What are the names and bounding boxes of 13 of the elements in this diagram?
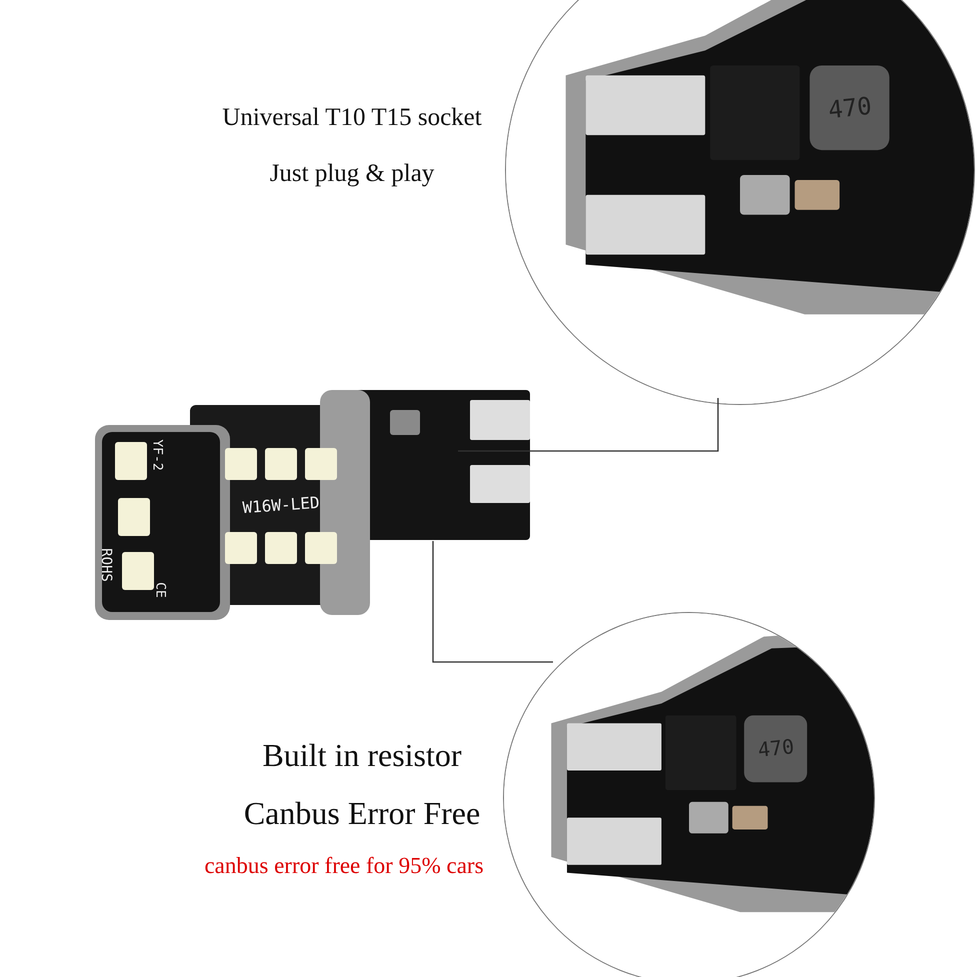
feature-text: Universal T10 T15 socket <box>222 104 482 132</box>
feature-heading: Built in resistor <box>262 737 462 774</box>
feature-heading: Canbus Error Free <box>244 795 480 832</box>
note-text: canbus error free for 95% cars <box>204 853 484 879</box>
leader-line <box>432 541 553 663</box>
board-marking: YF-2 <box>150 439 164 471</box>
component-marking: 470 <box>826 92 874 124</box>
board-marking: ROHS <box>98 548 114 582</box>
board-marking: CE <box>152 582 168 598</box>
leader-line <box>458 398 719 452</box>
feature-text: Just plug & play <box>270 160 434 188</box>
board-marking: W16W-LED <box>242 492 320 518</box>
component-marking: 470 <box>756 734 796 762</box>
